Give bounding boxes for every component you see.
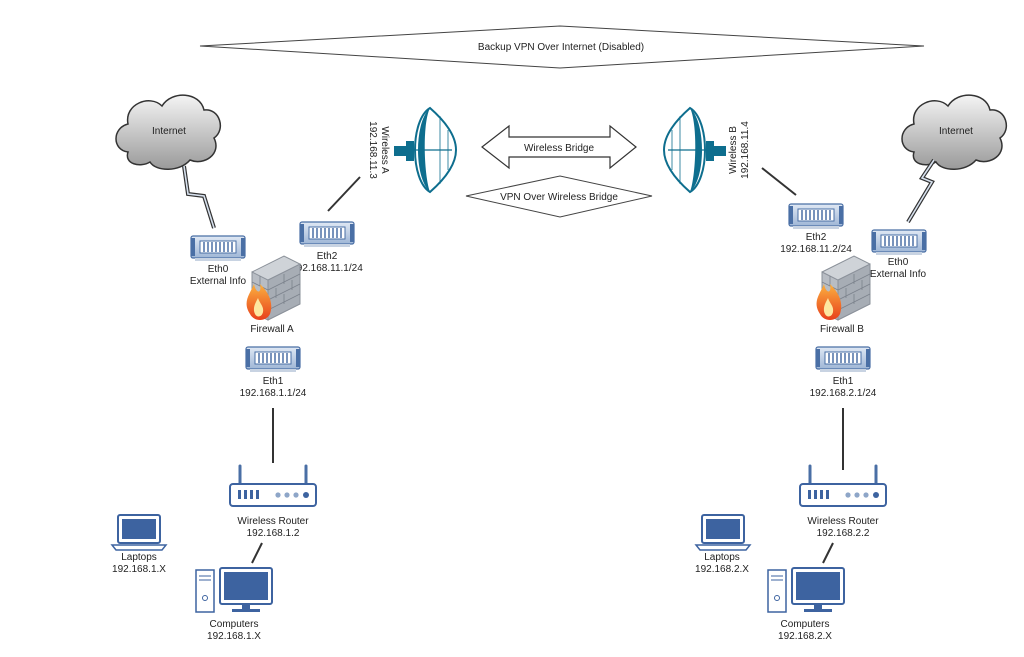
link-router-computers-b bbox=[822, 542, 834, 564]
laptops-label-b: Laptops bbox=[704, 552, 740, 563]
vpn-bridge-label: VPN Over Wireless Bridge bbox=[500, 192, 618, 203]
eth0-nic-b bbox=[871, 229, 927, 256]
vpn-bridge-shape bbox=[465, 175, 653, 218]
firewall-icon-a bbox=[246, 255, 301, 321]
eth2-nic-b bbox=[788, 203, 844, 230]
wireless-name-a: Wireless A bbox=[379, 126, 390, 174]
computer-icon-b bbox=[767, 567, 845, 613]
eth2-ip-a: 192.168.11.1/24 bbox=[291, 263, 363, 274]
link-wireless-a-eth2 bbox=[327, 176, 361, 212]
router-ip-b: 192.168.2.2 bbox=[817, 528, 870, 539]
computers-label-b: Computers bbox=[781, 619, 830, 630]
laptops-ip-b: 192.168.2.X bbox=[695, 564, 749, 575]
firewall-label-b: Firewall B bbox=[820, 324, 864, 335]
link-router-computers-a bbox=[251, 542, 263, 564]
firewall-label-a: Firewall A bbox=[250, 324, 294, 335]
computer-icon-a bbox=[195, 567, 273, 613]
internet-label-b: Internet bbox=[939, 126, 973, 137]
wireless-bridge-label: Wireless Bridge bbox=[524, 143, 594, 154]
eth2-name-b: Eth2 bbox=[806, 232, 827, 243]
eth2-name-a: Eth2 bbox=[317, 251, 338, 262]
router-ip-a: 192.168.1.2 bbox=[247, 528, 300, 539]
eth1-nic-b bbox=[815, 346, 871, 373]
backup-vpn-label: Backup VPN Over Internet (Disabled) bbox=[478, 42, 644, 53]
eth1-ip-b: 192.168.2.1/24 bbox=[810, 388, 877, 399]
lightning-link-a bbox=[182, 165, 216, 229]
link-wireless-b-eth2 bbox=[761, 167, 797, 196]
laptops-label-a: Laptops bbox=[121, 552, 157, 563]
router-icon-b bbox=[798, 464, 888, 508]
eth1-name-b: Eth1 bbox=[833, 376, 854, 387]
eth1-name-a: Eth1 bbox=[263, 376, 284, 387]
lightning-link-b bbox=[906, 158, 936, 224]
wireless-name-b: Wireless B bbox=[728, 126, 739, 174]
router-name-b: Wireless Router bbox=[807, 516, 879, 527]
eth1-nic-a bbox=[245, 346, 301, 373]
eth1-ip-a: 192.168.1.1/24 bbox=[240, 388, 307, 399]
wireless-ip-a: 192.168.11.3 bbox=[367, 121, 378, 179]
computers-label-a: Computers bbox=[210, 619, 259, 630]
eth0-detail-a: External Info bbox=[190, 276, 247, 287]
wireless-bridge-arrow bbox=[481, 124, 637, 170]
backup-vpn-shape bbox=[199, 25, 925, 69]
computers-ip-b: 192.168.2.X bbox=[778, 631, 832, 642]
router-icon-a bbox=[228, 464, 318, 508]
dish-antenna-icon-b bbox=[662, 106, 726, 194]
eth0-name-a: Eth0 bbox=[208, 264, 229, 275]
laptop-icon-b bbox=[695, 514, 751, 551]
eth0-detail-b: External Info bbox=[870, 269, 927, 280]
eth0-nic-a bbox=[190, 235, 246, 262]
internet-cloud-a bbox=[115, 94, 222, 170]
laptop-icon-a bbox=[111, 514, 167, 551]
wireless-ip-b: 192.168.11.4 bbox=[740, 121, 751, 179]
internet-label-a: Internet bbox=[152, 126, 186, 137]
laptops-ip-a: 192.168.1.X bbox=[112, 564, 166, 575]
firewall-icon-b bbox=[816, 255, 871, 321]
computers-ip-a: 192.168.1.X bbox=[207, 631, 261, 642]
eth2-nic-a bbox=[299, 221, 355, 248]
dish-antenna-icon-a bbox=[394, 106, 458, 194]
internet-cloud-b bbox=[901, 94, 1008, 170]
router-name-a: Wireless Router bbox=[237, 516, 309, 527]
eth0-name-b: Eth0 bbox=[888, 257, 909, 268]
eth2-ip-b: 192.168.11.2/24 bbox=[780, 244, 852, 255]
